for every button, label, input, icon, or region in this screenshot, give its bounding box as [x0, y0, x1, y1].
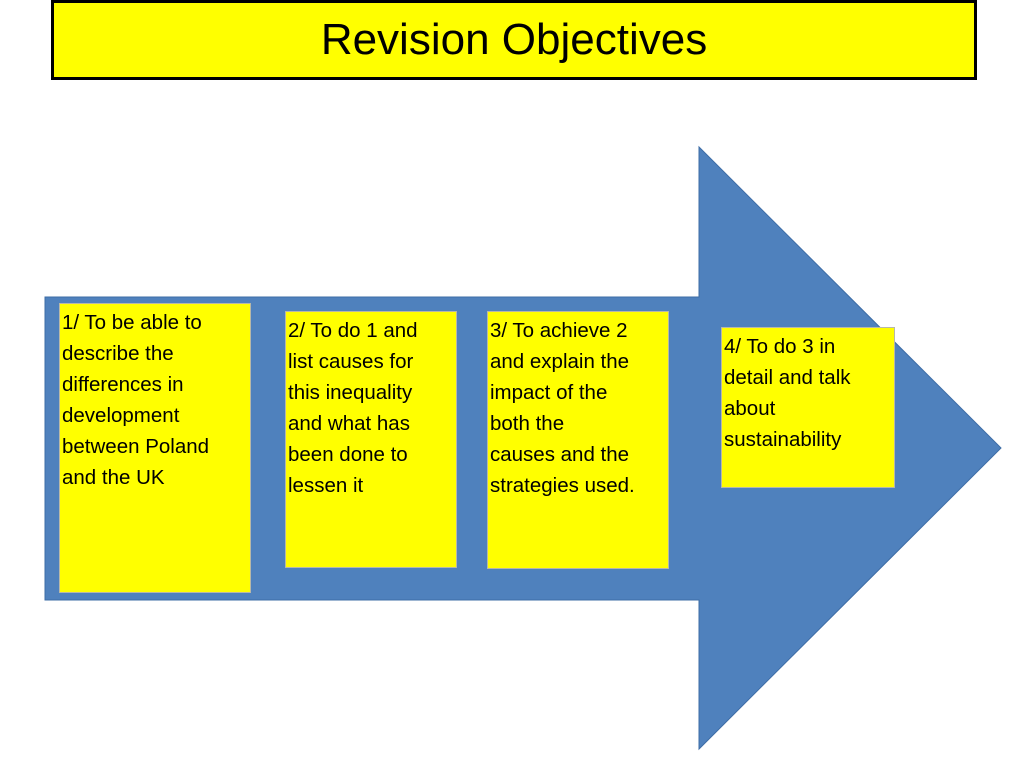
objective-4-line: detail and talk [724, 366, 851, 389]
objective-1-line: differences in [62, 373, 184, 396]
objective-2-line: 2/ To do 1 and [288, 319, 418, 342]
objective-3-line: impact of the [490, 381, 608, 404]
objective-note-2: 2/ To do 1 and list causes for this ineq… [285, 311, 457, 568]
objective-1-line: describe the [62, 342, 174, 365]
objective-3-line: strategies used. [490, 474, 635, 497]
objective-2-line: lessen it [288, 474, 364, 497]
objective-3-line: both the [490, 412, 565, 435]
objective-note-4: 4/ To do 3 in detail and talk about sust… [721, 327, 895, 488]
objective-3-line: causes and the [490, 443, 630, 466]
objective-1-line: 1/ To be able to [62, 311, 202, 334]
objective-4-line: 4/ To do 3 in [724, 335, 836, 358]
objective-1-line: and the UK [62, 466, 165, 489]
objective-4-line: sustainability [724, 428, 842, 451]
slide-title-box: Revision Objectives [51, 0, 977, 80]
objective-1-line: between Poland [62, 435, 210, 458]
objective-3-line: and explain the [490, 350, 630, 373]
objective-3-line: 3/ To achieve 2 [490, 319, 628, 342]
slide-title: Revision Objectives [320, 15, 708, 64]
objective-note-3: 3/ To achieve 2 and explain the impact o… [487, 311, 669, 569]
objective-2-line: been done to [288, 443, 408, 466]
objective-1-line: development [62, 404, 180, 427]
objective-2-line: list causes for [288, 350, 414, 373]
objective-note-1: 1/ To be able to describe the difference… [59, 303, 251, 593]
objective-2-line: this inequality [288, 381, 413, 404]
objective-4-line: about [724, 397, 776, 420]
objective-2-line: and what has [288, 412, 410, 435]
